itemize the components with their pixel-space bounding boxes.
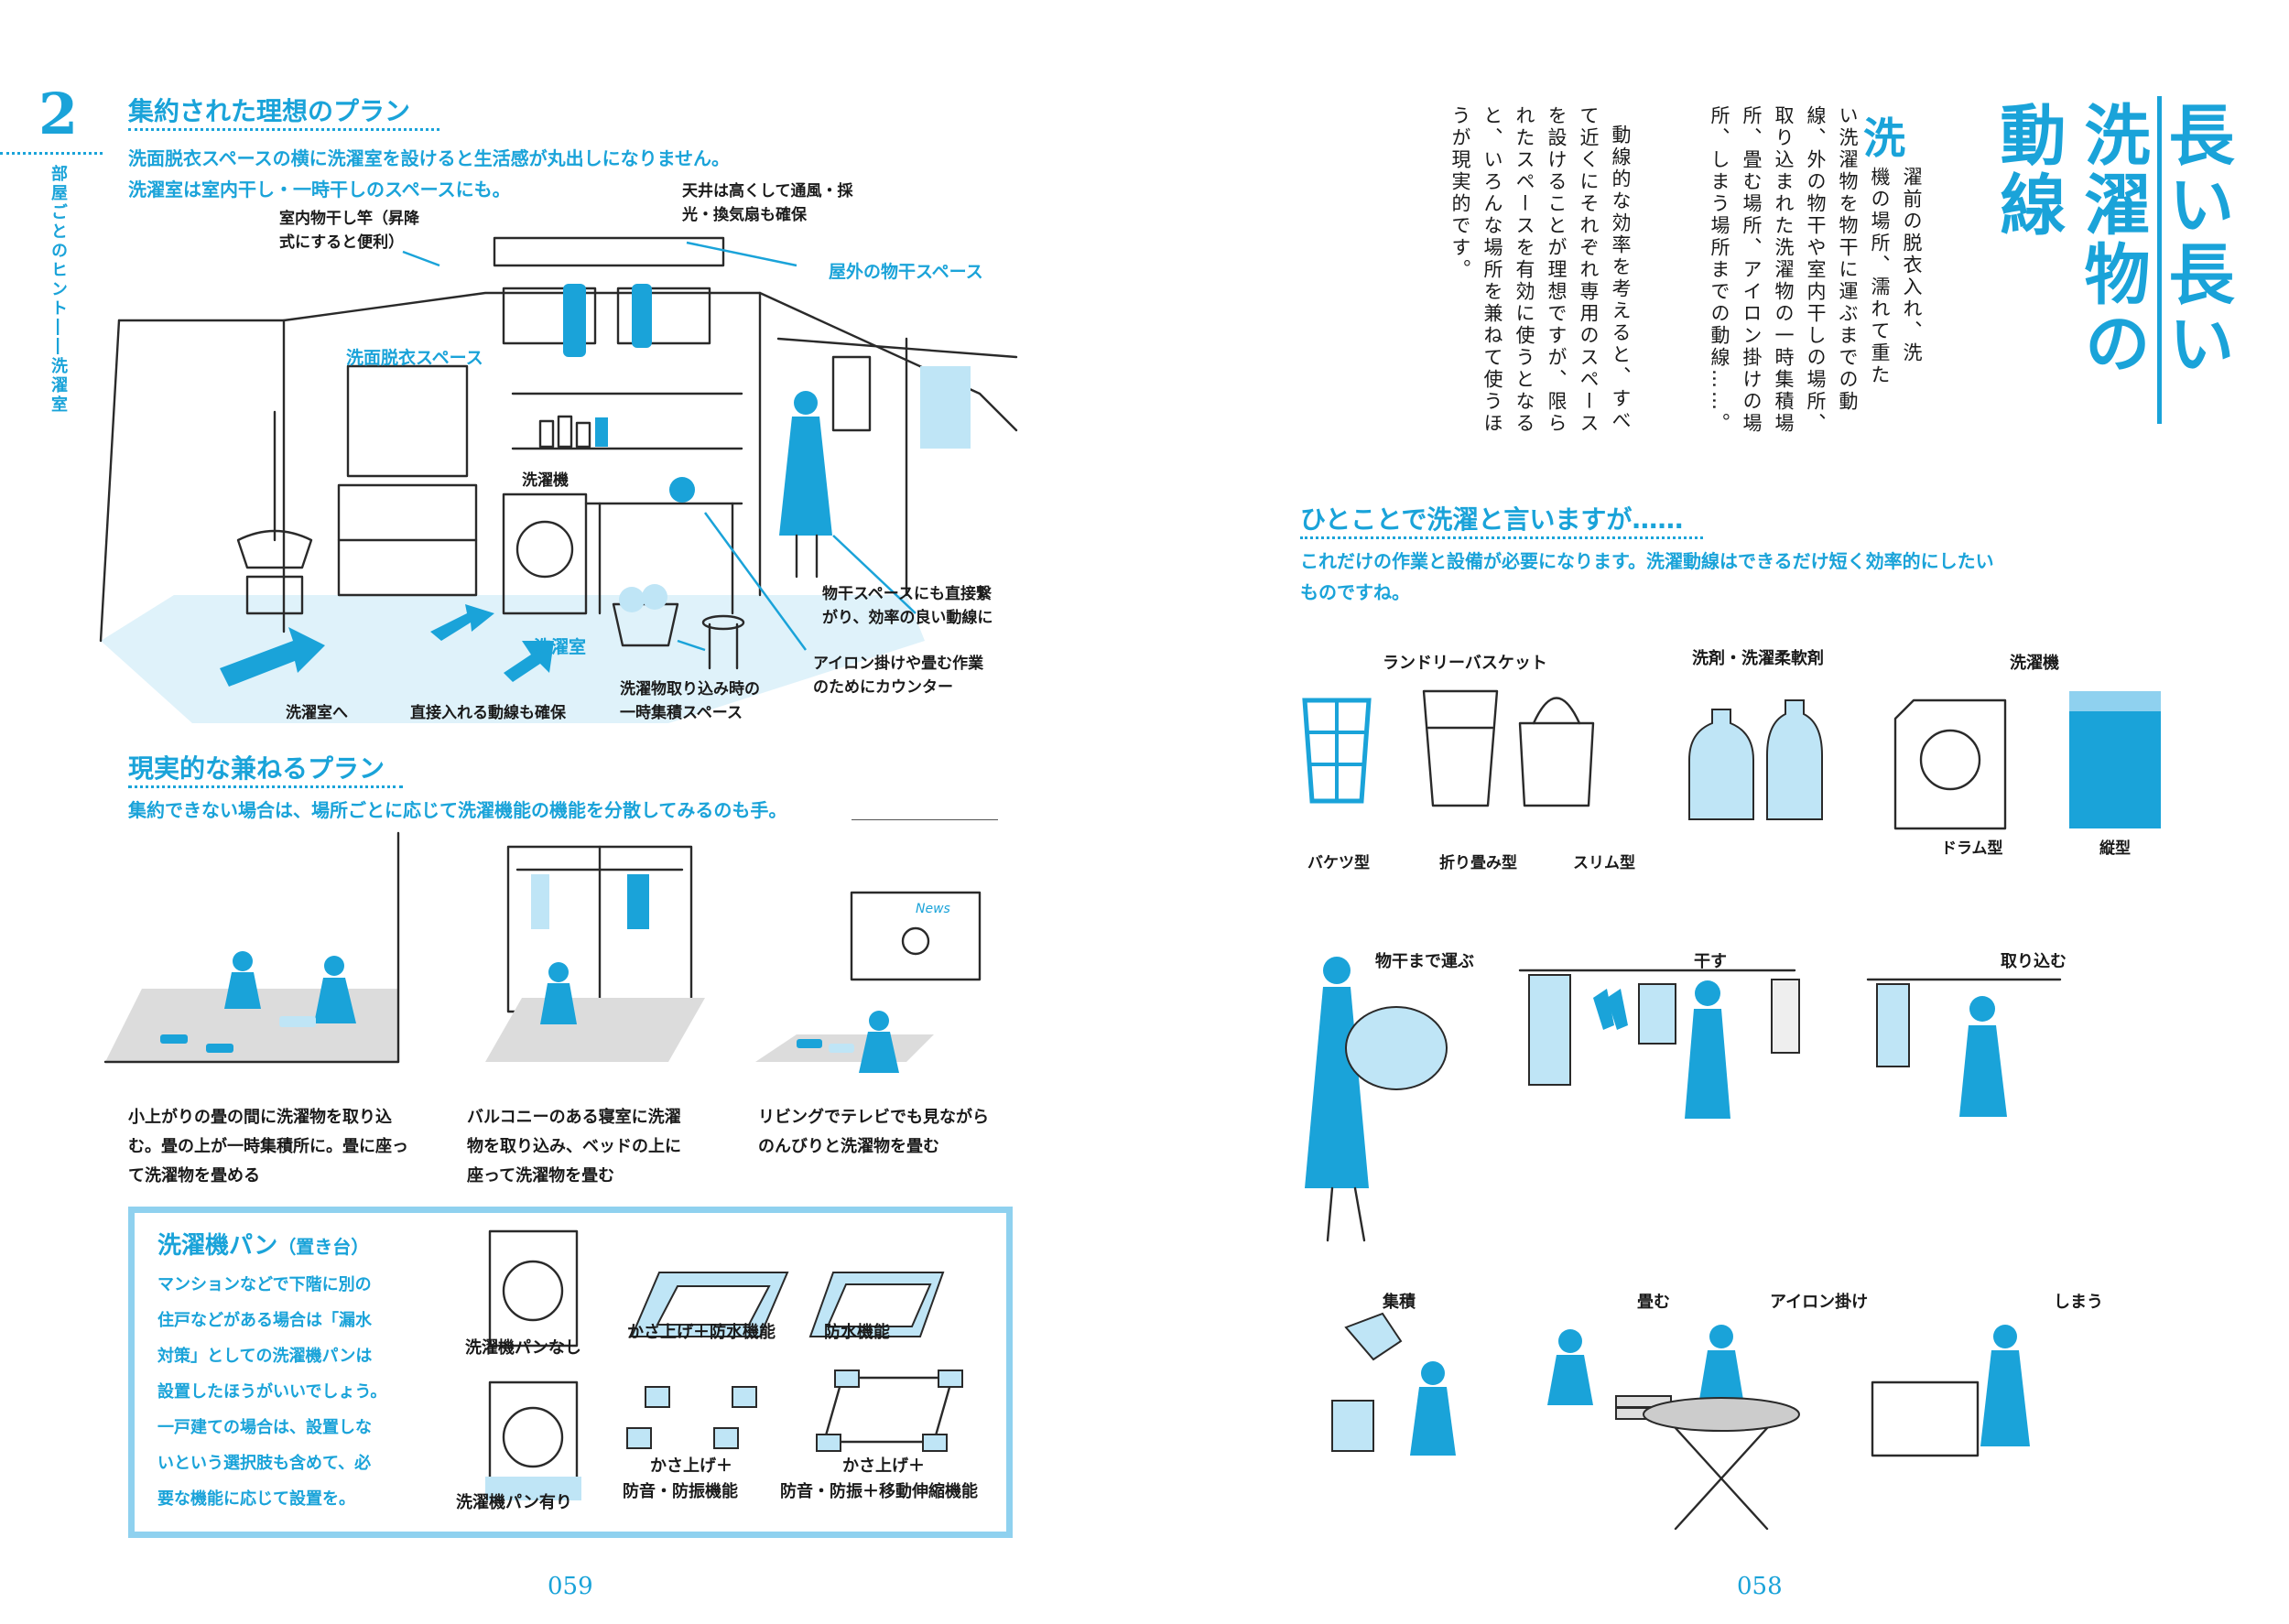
caption-living-1: リビングでテレビでも見ながら xyxy=(758,1108,989,1127)
tv-news-text: News xyxy=(916,902,950,916)
washer-pan-text-line: 対策」としての洗濯機パンは xyxy=(157,1347,373,1366)
caption-living-2: のんびりと洗濯物を畳む xyxy=(758,1137,939,1156)
label-laundry-room: 洗濯室 xyxy=(534,637,587,657)
drop-cap: 洗 xyxy=(1863,114,1905,163)
action-collect: 集積 xyxy=(1383,1293,1416,1312)
section1-sub-line2: 洗濯室は室内干し・一時干しのスペースにも。 xyxy=(128,179,511,200)
body-col1: 濯前の脱衣入れ、洗 xyxy=(1901,167,1923,364)
pan-label-with: 洗濯機パン有り xyxy=(456,1493,572,1512)
washer-pan-title-small: （置き台） xyxy=(277,1236,370,1258)
washer-pan-text-line: 一戸建ての場合は、設置しな xyxy=(157,1418,372,1437)
pan-label-raised-waterproof: かさ上げ＋防水機能 xyxy=(627,1323,776,1342)
label-connected-1: 物干スペースにも直接繋 xyxy=(822,585,992,603)
section1-sub-line1: 洗面脱衣スペースの横に洗濯室を設けると生活感が丸出しになりません。 xyxy=(128,147,730,169)
label-connected-2: がり、効率の良い動線に xyxy=(822,609,993,627)
laundry-room-illustration xyxy=(99,236,1018,723)
washer-pan-illustrations xyxy=(485,1229,963,1500)
washer-pan-box xyxy=(128,1207,1013,1538)
equipment-illustrations xyxy=(1302,689,2161,830)
action-iron: アイロン掛け xyxy=(1770,1293,1869,1312)
right-page-number: 058 xyxy=(1737,1573,1783,1600)
side-label: 部屋ごとのヒント――洗濯室 xyxy=(49,165,68,415)
label-pole-1: 室内物干し竿（昇降 xyxy=(279,210,419,228)
washer-pan-text-line: 設置したほうがいいでしょう。 xyxy=(157,1382,387,1402)
chapter-divider xyxy=(0,152,103,155)
main-title: 長い長い 洗濯物の 動線 xyxy=(1985,101,2238,467)
right-section-sub-2: ものですね。 xyxy=(1300,581,1410,603)
pan-label-raised-sound-2: 防音・防振機能 xyxy=(623,1482,738,1501)
washer-pan-text: マンションなどで下階に別の 住戸などがある場合は「漏水 対策」としての洗濯機パン… xyxy=(157,1267,386,1517)
caption-tatami-1: 小上がりの畳の間に洗濯物を取り込 xyxy=(128,1108,392,1127)
equip-washer-head: 洗濯機 xyxy=(2010,654,2059,673)
right-section-underline xyxy=(1300,536,1703,539)
equip-folding-label: 折り畳み型 xyxy=(1439,854,1517,872)
action-carry: 物干まで運ぶ xyxy=(1375,952,1474,971)
right-section-heading: ひとことで洗濯と言いますが…… xyxy=(1300,504,1684,535)
laundry-actions-illustrations xyxy=(1305,957,2062,1531)
title-bar xyxy=(2157,96,2162,424)
caption-balcony-2: 物を取り込み、ベッドの上に xyxy=(467,1137,681,1156)
action-hang: 干す xyxy=(1694,952,1727,971)
label-temporary-1: 洗濯物取り込み時の xyxy=(620,680,760,698)
main-title-line: 動線 xyxy=(1989,101,2066,240)
caption-balcony-1: バルコニーのある寝室に洗濯 xyxy=(467,1108,681,1127)
label-ceiling-2: 光・換気扇も確保 xyxy=(682,206,807,224)
living-room-illustration xyxy=(755,891,982,1073)
equip-drum-label: ドラム型 xyxy=(1941,839,2003,858)
label-pole-2: 式にすると便利） xyxy=(279,233,405,252)
section2-sub: 集約できない場合は、場所ごとに応じて洗濯機能の機能を分散してみるのも手。 xyxy=(128,799,787,821)
left-page-number: 059 xyxy=(548,1573,593,1600)
washer-pan-title-main: 洗濯機パン xyxy=(157,1232,278,1260)
caption-tatami-3: て洗濯物を畳める xyxy=(128,1166,260,1186)
washer-pan-text-line: マンションなどで下階に別の xyxy=(157,1275,372,1294)
label-ceiling-1: 天井は高くして通風・採 xyxy=(682,182,853,200)
label-to-laundry: 洗濯室へ xyxy=(286,704,348,722)
equip-bucket-label: バケツ型 xyxy=(1307,854,1370,872)
equip-basket-head: ランドリーバスケット xyxy=(1383,654,1547,673)
main-title-line: 洗濯物の xyxy=(2073,101,2150,379)
chapter-number: 2 xyxy=(38,81,79,147)
label-counter-1: アイロン掛けや畳む作業 xyxy=(813,655,984,673)
tatami-illustration xyxy=(103,831,400,1064)
section1-heading-underline xyxy=(128,128,439,131)
balcony-bedroom-illustration xyxy=(485,845,705,1062)
body-col2: 機の場所、濡れて重た xyxy=(1869,167,1891,386)
equip-vertical-label: 縦型 xyxy=(2099,839,2131,858)
body-text-rest: い洗濯物を物干に運ぶまでの動線、外の物干や室内干しの場所、取り込まれた洗濯物の一… xyxy=(1709,105,1859,435)
caption-tatami-2: む。畳の上が一時集積所に。畳に座っ xyxy=(128,1137,408,1156)
pan-label-raised-sound-1: かさ上げ＋ xyxy=(650,1456,732,1476)
washer-pan-text-line: 要な機能に応じて設置を。 xyxy=(157,1489,355,1509)
pan-label-none: 洗濯機パンなし xyxy=(465,1338,581,1358)
right-section-sub-1: これだけの作業と設備が必要になります。洗濯動線はできるだけ短く効率的にしたい xyxy=(1300,550,1994,572)
label-counter-2: のためにカウンター xyxy=(813,678,953,697)
action-store: しまう xyxy=(2054,1293,2103,1312)
label-temporary-2: 一時集積スペース xyxy=(620,704,743,722)
equip-slim-label: スリム型 xyxy=(1573,854,1635,872)
label-washroom: 洗面脱衣スペース xyxy=(346,348,483,368)
section1-heading: 集約された理想のプラン xyxy=(128,96,411,126)
label-washer: 洗濯機 xyxy=(522,471,569,490)
washer-pan-text-line: 住戸などがある場合は「漏水 xyxy=(157,1311,372,1330)
pan-label-raised-move-1: かさ上げ＋ xyxy=(842,1456,925,1476)
washer-pan-title: 洗濯機パン（置き台） xyxy=(157,1227,369,1261)
pan-label-raised-move-2: 防音・防振＋移動伸縮機能 xyxy=(780,1482,978,1501)
washer-pan-text-line: いという選択肢も含めて、必 xyxy=(157,1454,372,1473)
section2-sub-rule xyxy=(852,819,998,820)
pan-label-waterproof: 防水機能 xyxy=(824,1323,890,1342)
action-fold: 畳む xyxy=(1637,1293,1670,1312)
main-title-line: 長い長い xyxy=(2157,101,2234,379)
label-direct-path: 直接入れる動線も確保 xyxy=(410,704,566,722)
equip-detergent-head: 洗剤・洗濯柔軟剤 xyxy=(1692,649,1824,668)
body-text-para2: 動線的な効率を考えると、すべて近くにそれぞれ専用のスペースを設けることが理想です… xyxy=(1449,105,1632,435)
caption-balcony-3: 座って洗濯物を畳む xyxy=(467,1166,615,1186)
section2-heading-underline xyxy=(128,785,403,788)
label-outdoor: 屋外の物干スペース xyxy=(829,262,983,282)
action-take-in: 取り込む xyxy=(2001,952,2067,971)
section2-heading: 現実的な兼ねるプラン xyxy=(128,753,385,784)
